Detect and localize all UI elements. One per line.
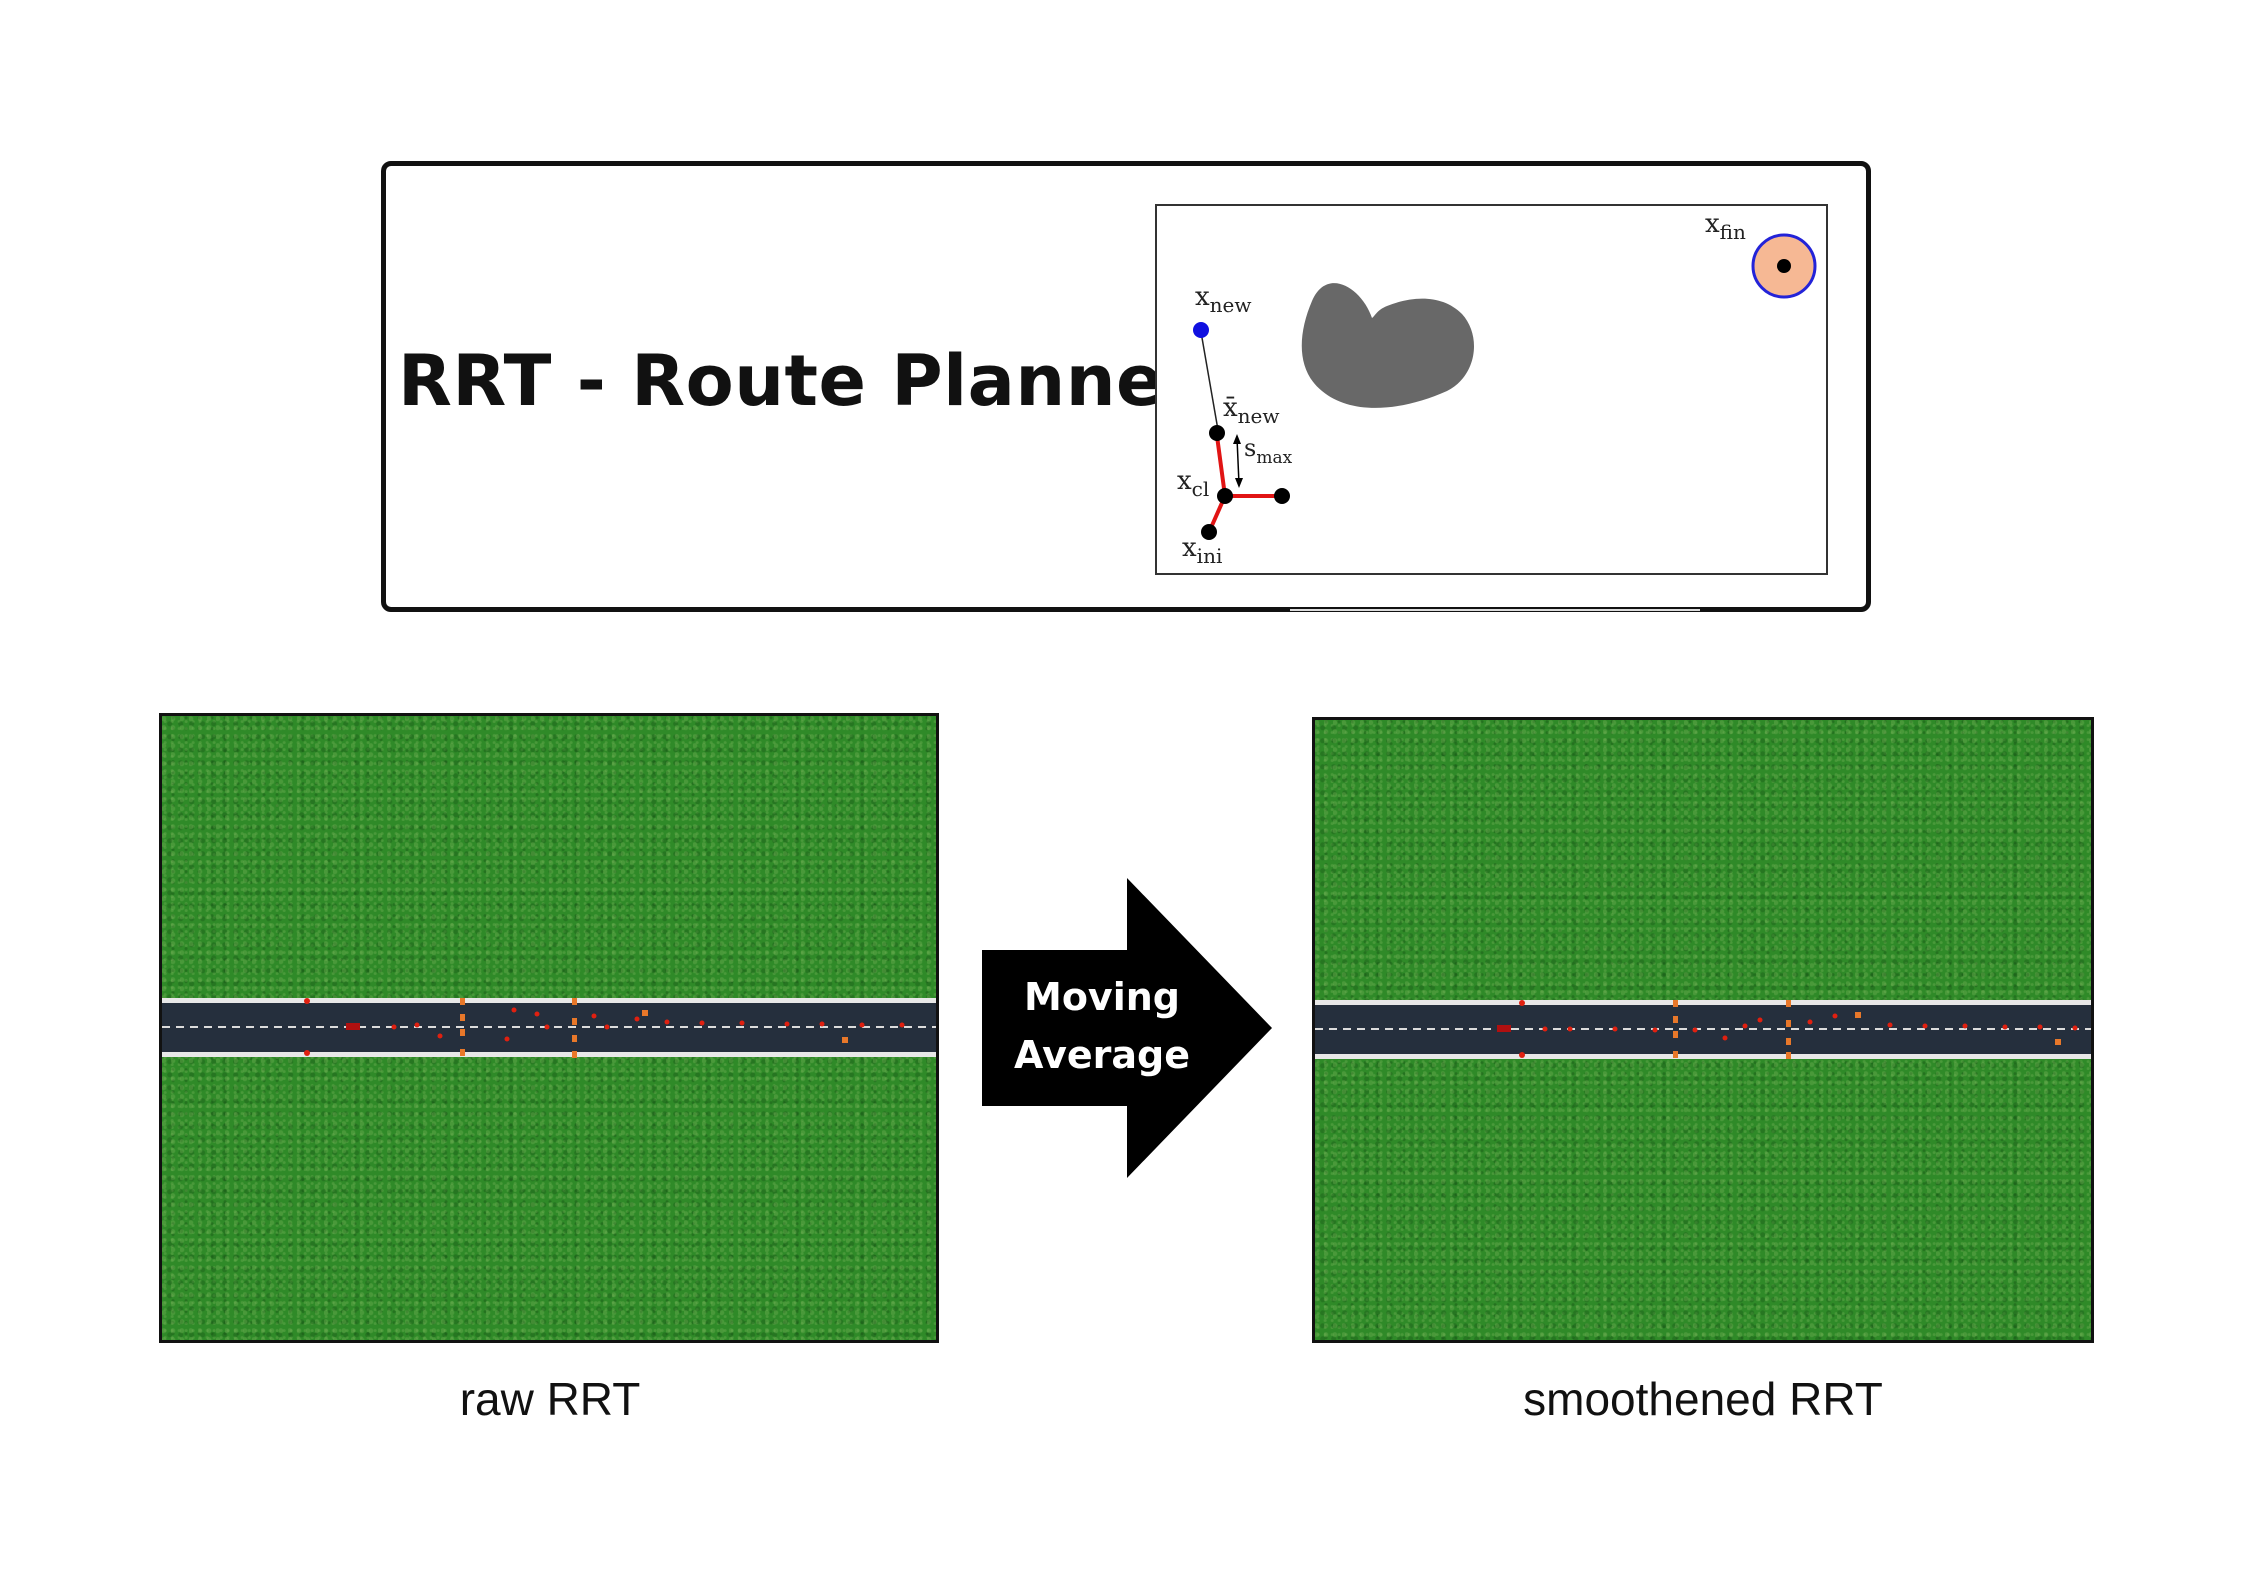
road-edge-top [1315, 1000, 2091, 1005]
x-new-node [1193, 322, 1209, 338]
smoothened-rrt-svg [1315, 1000, 2091, 1059]
obstacle-shape [1301, 283, 1474, 408]
moving-average-arrow [982, 878, 1272, 1178]
smax-arrow [1236, 437, 1240, 485]
x-cl-node [1217, 488, 1233, 504]
raw-rrt-svg [162, 998, 936, 1058]
goal-node [1777, 259, 1791, 273]
smoothened-rrt-scene [1312, 717, 2094, 1343]
road-edge-bottom [1315, 1054, 2091, 1059]
smoothed-path-markers [1497, 1000, 2078, 1059]
road-edge-top [162, 998, 936, 1003]
arrow-label: Moving Average [982, 968, 1222, 1084]
smax-arrow-head-down [1235, 478, 1243, 488]
caption-smoothened-rrt: smoothened RRT [1523, 1373, 1883, 1425]
label-s-max: smax [1244, 434, 1293, 468]
arrow-label-line1: Moving [1024, 975, 1180, 1019]
tree-edge-main [1208, 435, 1228, 531]
label-x-new-bar: x̄new [1223, 393, 1280, 428]
x-ini-node [1201, 524, 1217, 540]
label-x-new: xnew [1195, 282, 1252, 317]
smax-arrow-head-up [1233, 434, 1241, 444]
arrow-label-line2: Average [1014, 1033, 1190, 1077]
label-x-ini: xini [1182, 533, 1222, 568]
divider [1290, 609, 1700, 611]
extension-line [1200, 331, 1219, 431]
caption-raw-rrt: raw RRT [459, 1373, 641, 1425]
branch-node [1274, 488, 1290, 504]
label-x-fin: xfin [1705, 209, 1746, 244]
raw-path-markers [304, 998, 905, 1058]
road-edge-bottom [162, 1052, 936, 1057]
label-x-cl: xcl [1177, 466, 1209, 501]
x-new-bar-node [1209, 425, 1225, 441]
rrt-diagram-svg: xfin xnew x̄new smax xcl xini [1177, 209, 1817, 568]
page-title: RRT - Route Planner [398, 340, 1200, 422]
raw-rrt-scene [159, 713, 939, 1343]
rrt-diagram: xfin xnew x̄new smax xcl xini [1155, 204, 1828, 575]
